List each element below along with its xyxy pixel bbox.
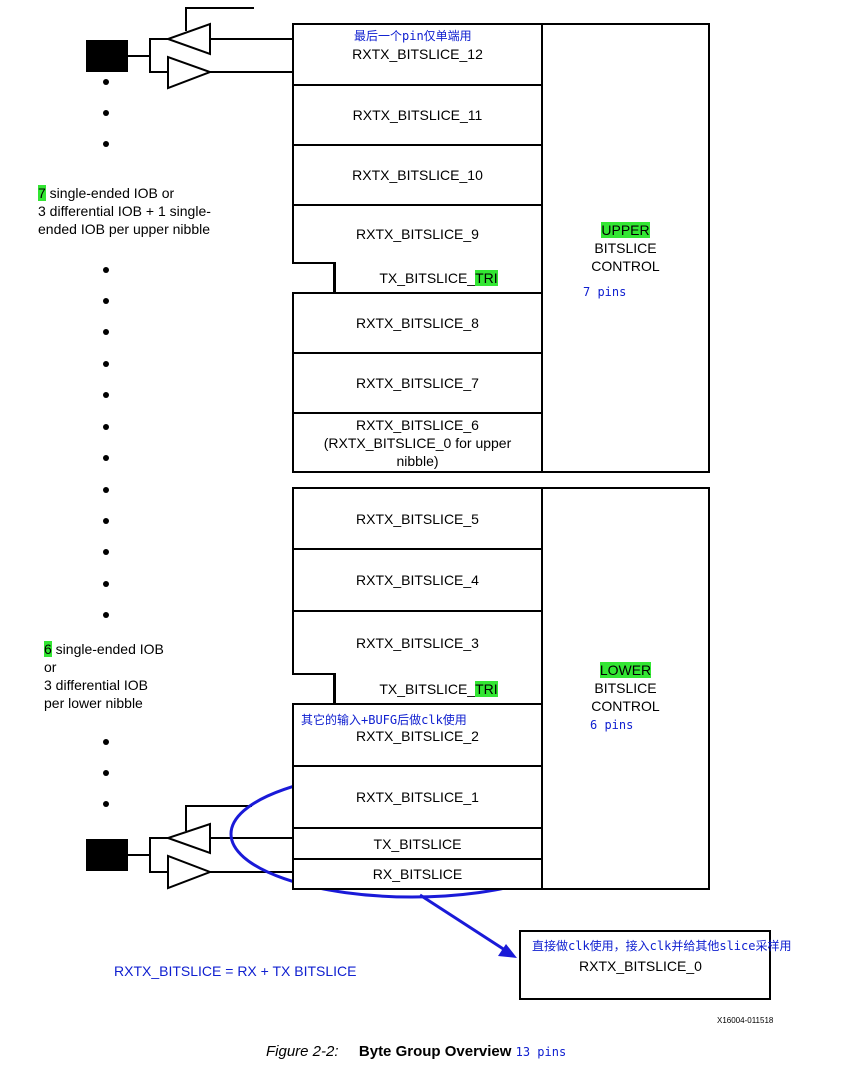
ellipsis-dot	[103, 392, 109, 398]
ellipsis-dot	[103, 267, 109, 273]
slice-rxtx-6: RXTX_BITSLICE_6 (RXTX_BITSLICE_0 for upp…	[323, 416, 512, 469]
equation-note: RXTX_BITSLICE = RX + TX BITSLICE	[114, 963, 357, 979]
upper-tx-bitslice-tri: TX_BITSLICE_TRI	[334, 262, 543, 294]
ellipsis-dot	[103, 329, 109, 335]
upper-last-pin-note: 最后一个pin仅单端用	[354, 29, 472, 43]
ellipsis-dot	[103, 518, 109, 524]
lower-iob-count: 6	[44, 641, 52, 657]
top-input-buffer	[165, 22, 211, 56]
upper-control-label: UPPER BITSLICE CONTROL	[591, 222, 660, 274]
ellipsis-dot	[103, 361, 109, 367]
bottom-input-buffer	[164, 822, 211, 855]
upper-iob-description: 7 single-ended IOB or 3 differential IOB…	[38, 185, 211, 237]
top-iob-pad	[86, 40, 128, 72]
ellipsis-dot	[103, 581, 109, 587]
slice-rxtx-12: RXTX_BITSLICE_12	[294, 25, 541, 86]
figure-caption: Figure 2-2: Byte Group Overview 13 pins	[266, 1043, 566, 1060]
ellipsis-dot	[103, 424, 109, 430]
lower-pins-note: 6 pins	[590, 718, 634, 732]
slice-rxtx-10: RXTX_BITSLICE_10	[294, 146, 541, 206]
bottom-output-buffer	[167, 854, 213, 890]
ellipsis-dot	[103, 487, 109, 493]
slice-rxtx-4: RXTX_BITSLICE_4	[294, 550, 541, 612]
upper-iob-count: 7	[38, 185, 46, 201]
ellipsis-dot	[103, 110, 109, 116]
callout-box	[519, 930, 771, 1000]
ellipsis-dot	[103, 739, 109, 745]
upper-slice-column-bottom: RXTX_BITSLICE_8 RXTX_BITSLICE_7 RXTX_BIT…	[292, 292, 543, 473]
slice-rxtx-9: RXTX_BITSLICE_9	[356, 226, 479, 242]
lower-bitslice-control	[541, 487, 710, 890]
caption-pins-note: 13 pins	[515, 1045, 567, 1059]
slice2-clock-note: 其它的输入+BUFG后做clk使用	[301, 713, 467, 727]
callout-arrowhead	[498, 944, 517, 958]
upper-pins-note: 7 pins	[583, 285, 627, 299]
slice-rxtx-11: RXTX_BITSLICE_11	[294, 86, 541, 146]
lower-iob-description: 6 single-ended IOB or 3 differential IOB…	[44, 641, 164, 711]
callout-note: 直接做clk使用，接入clk并给其他slice采样用	[532, 939, 792, 953]
lower-slice-column-top: RXTX_BITSLICE_5 RXTX_BITSLICE_4 RXTX_BIT…	[292, 487, 543, 675]
caption-figure-number: Figure 2-2:	[266, 1043, 339, 1060]
lower-tx-bitslice-tri: TX_BITSLICE_TRI	[334, 673, 543, 705]
slice-rxtx-7: RXTX_BITSLICE_7	[294, 354, 541, 414]
slice-rxtx-3: RXTX_BITSLICE_3	[356, 634, 479, 651]
slice-rxtx-1: RXTX_BITSLICE_1	[294, 767, 541, 829]
lower-control-label: LOWER BITSLICE CONTROL	[591, 662, 660, 714]
ellipsis-dot	[103, 770, 109, 776]
ellipsis-dot	[103, 801, 109, 807]
ellipsis-dot	[103, 612, 109, 618]
slice-rxtx-5: RXTX_BITSLICE_5	[294, 489, 541, 550]
ellipsis-dot	[103, 141, 109, 147]
upper-slice-column-top: RXTX_BITSLICE_12 RXTX_BITSLICE_11 RXTX_B…	[292, 23, 543, 264]
ellipsis-dot	[103, 298, 109, 304]
slice-rxtx-8: RXTX_BITSLICE_8	[294, 294, 541, 354]
callout-label: RXTX_BITSLICE_0	[579, 958, 702, 974]
slice-rx: RX_BITSLICE	[372, 866, 463, 882]
ellipsis-dot	[103, 455, 109, 461]
lower-slice-column-bottom: RXTX_BITSLICE_2 RXTX_BITSLICE_1 TX_BITSL…	[292, 703, 543, 890]
slice-rxtx-2: RXTX_BITSLICE_2	[294, 705, 541, 767]
top-output-buffer	[167, 55, 213, 90]
upper-bitslice-control	[541, 23, 710, 473]
bottom-iob-pad	[86, 839, 128, 871]
caption-title: Byte Group Overview	[358, 1043, 512, 1060]
figure-id: X16004-011518	[717, 1016, 774, 1025]
ellipsis-dot	[103, 79, 109, 85]
ellipsis-dot	[103, 549, 109, 555]
slice-tx: TX_BITSLICE	[294, 829, 541, 860]
